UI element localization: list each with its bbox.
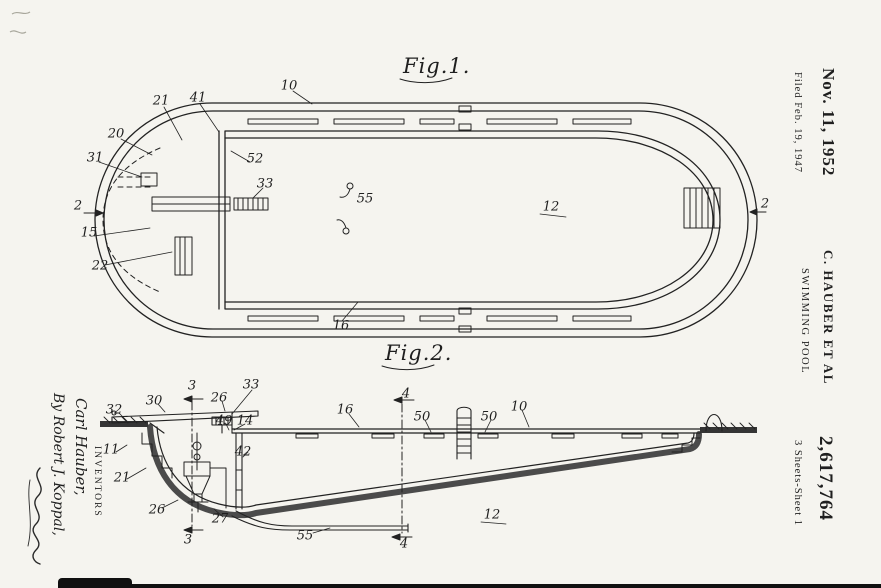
figure2-title: Fig.2. [385,341,453,365]
inventor-name-1: Carl Hauber, [72,398,90,496]
figure2-section-drawing [100,364,757,541]
inventors-label: INVENTORS [92,446,102,518]
diving-board-plan [151,196,269,212]
inventor-name-2-text: Robert J. Koppal, [50,415,66,536]
patent-number: 2,617,764 [815,436,836,521]
figure1-plan-drawing [83,77,767,338]
section-2-arrows [83,208,767,217]
drain-pipe [231,510,409,533]
invention-title: SWIMMING POOL [799,268,810,375]
section-3-line [183,395,204,534]
filed-date: Filed Feb. 19, 1947 [792,72,803,173]
attorney-signature [27,467,42,565]
pump-machinery [183,432,227,513]
diving-board-section [111,410,259,434]
by-label: By [50,393,66,412]
section-4-line [391,396,415,541]
sheet-number: 3 Sheets-Sheet 1 [792,440,803,526]
scan-artifact [9,11,31,34]
scan-edge-strip [58,584,881,588]
inventor-name-2: By Robert J. Koppal, [50,393,66,536]
ladder-plan [683,187,721,229]
patent-date: Nov. 11, 1952 [819,68,838,177]
inventors-header: C. HAUBER ET AL [821,250,836,385]
scan-edge-blob [58,578,132,588]
ground-hatch [100,421,757,433]
ladder-section [456,406,472,460]
figure1-title: Fig.1. [403,54,471,78]
